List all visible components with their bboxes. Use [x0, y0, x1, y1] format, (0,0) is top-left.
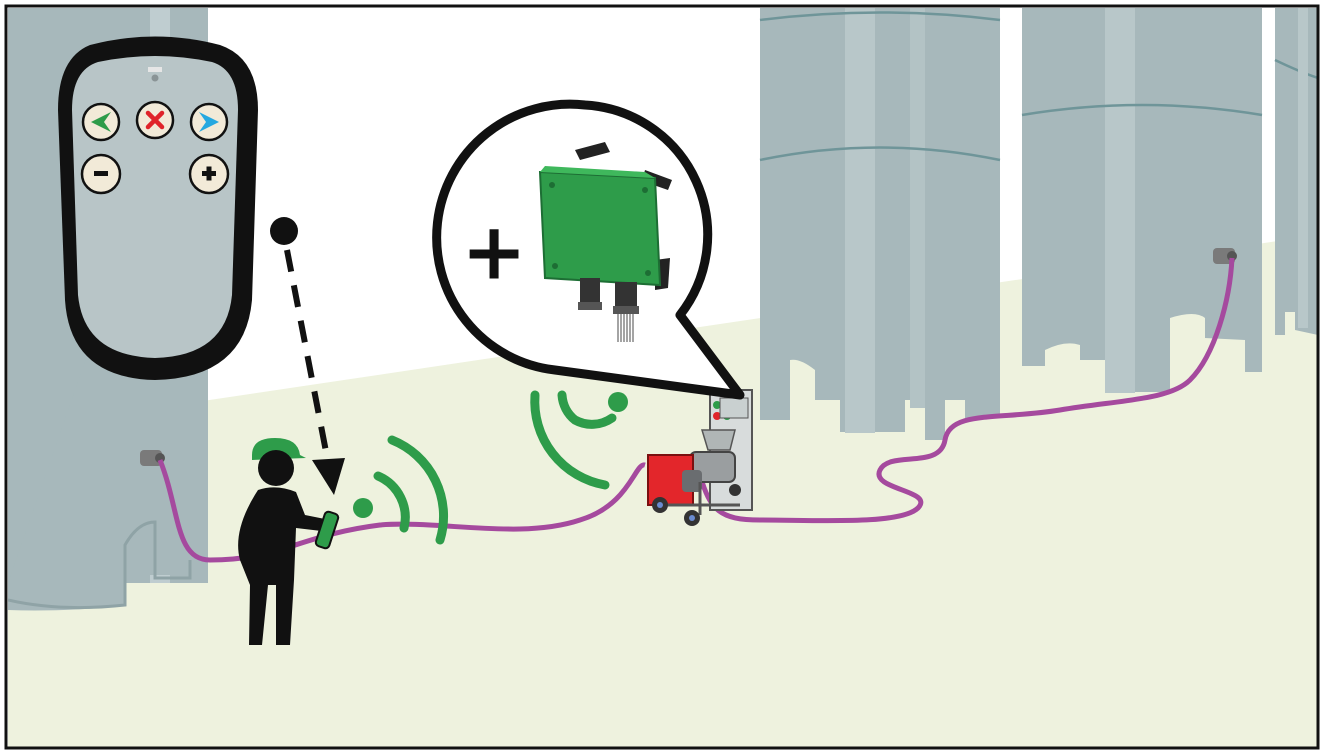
remote-signal-icon [353, 435, 449, 545]
handheld-remote-icon [314, 510, 340, 550]
arrow-right-icon [199, 112, 219, 132]
close-icon [145, 110, 165, 130]
connection-arrow [270, 217, 345, 495]
tank-right [1021, 8, 1263, 393]
plus-symbol: + [461, 207, 526, 297]
hose-right [697, 257, 1235, 524]
forward-arrow-button[interactable] [189, 102, 229, 142]
stop-button[interactable] [135, 100, 175, 140]
frame-border [4, 4, 1320, 750]
hose-left [157, 459, 646, 563]
pump-cart [647, 389, 753, 526]
remote-control [58, 36, 258, 380]
plus-button[interactable] [188, 153, 230, 195]
back-arrow-button[interactable] [81, 102, 121, 142]
minus-button[interactable] [80, 153, 122, 195]
tank-far-right [1274, 8, 1318, 335]
tank-center [759, 8, 1001, 440]
receiver-box-icon [538, 142, 672, 342]
receiver-signal-icon [530, 390, 628, 490]
worker-figure [238, 438, 340, 645]
minus-icon [94, 171, 108, 176]
callout-bubble: + [432, 99, 745, 400]
plus-icon [202, 166, 216, 181]
arrow-left-icon [91, 112, 111, 132]
